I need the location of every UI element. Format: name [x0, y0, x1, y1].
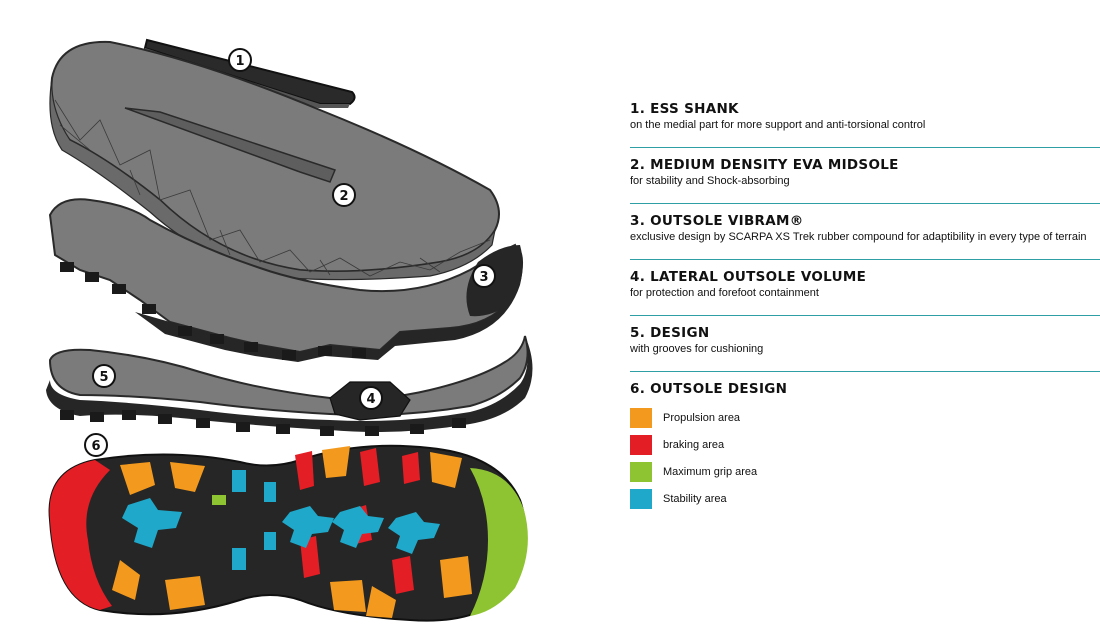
outsole-tread-view: 6 [48, 433, 528, 622]
feature-outsole-vibram: 3. OUTSOLE VIBRAM® exclusive design by S… [630, 212, 1100, 268]
callout-2-label: 2 [339, 189, 348, 204]
braking-zone [49, 448, 420, 610]
callout-3-label: 3 [479, 270, 488, 285]
callout-4-label: 4 [366, 392, 375, 407]
callout-6-label: 6 [91, 439, 100, 454]
feature-description: for protection and forefoot containment [630, 287, 819, 299]
outsole-layer: 3 [48, 198, 524, 362]
area-braking: braking area [630, 431, 1100, 458]
area-label: Stability area [663, 492, 727, 505]
callout-6-badge [84, 433, 108, 457]
feature-design: 5. DESIGN with grooves for cushioning [630, 324, 1100, 380]
stability-zone [122, 470, 440, 570]
maximum-grip-swatch [630, 461, 652, 482]
area-propulsion: Propulsion area [630, 404, 1100, 431]
outsole-area-key: Propulsion area braking area Maximum gri… [630, 404, 1100, 512]
area-label: Maximum grip area [663, 465, 758, 478]
maximum-grip-zone [470, 468, 528, 616]
propulsion-swatch [630, 407, 652, 428]
feature-ess-shank: 1. ESS SHANK on the medial part for more… [630, 100, 1100, 156]
outsole-design-section: 6. OUTSOLE DESIGN Propulsion area brakin… [630, 380, 1100, 512]
propulsion-zone [112, 446, 472, 618]
logo-mark [212, 495, 226, 505]
braking-swatch [630, 434, 652, 455]
feature-title: 2. MEDIUM DENSITY EVA MIDSOLE [630, 157, 899, 173]
stability-swatch [630, 488, 652, 509]
feature-title: 3. OUTSOLE VIBRAM® [630, 213, 804, 229]
feature-eva-midsole: 2. MEDIUM DENSITY EVA MIDSOLE for stabil… [630, 156, 1100, 212]
callout-1-badge [228, 48, 252, 72]
midsole-layer: 2 [49, 40, 500, 281]
feature-description: for stability and Shock-absorbing [630, 175, 790, 187]
area-label: braking area [663, 438, 725, 451]
feature-legend: 1. ESS SHANK on the medial part for more… [630, 100, 1100, 512]
design-layer: 5 4 [46, 335, 533, 436]
callout-4-badge [359, 386, 383, 410]
callout-5-badge [92, 364, 116, 388]
feature-title: 1. ESS SHANK [630, 101, 739, 117]
exploded-sole-illustration: 2 3 5 4 [46, 38, 533, 622]
feature-description: exclusive design by SCARPA XS Trek rubbe… [630, 231, 1087, 243]
callout-3-badge [472, 264, 496, 288]
feature-description: with grooves for cushioning [630, 343, 764, 355]
callout-5-label: 5 [99, 370, 108, 385]
area-stability: Stability area [630, 485, 1100, 512]
shank-layer [143, 38, 356, 108]
area-label: Propulsion area [663, 411, 741, 424]
callout-2-badge [332, 183, 356, 207]
feature-title: 4. LATERAL OUTSOLE VOLUME [630, 269, 867, 285]
outsole-design-title: 6. OUTSOLE DESIGN [630, 381, 788, 397]
callout-1-label: 1 [235, 54, 244, 69]
feature-title: 5. DESIGN [630, 325, 710, 341]
feature-lateral-outsole-volume: 4. LATERAL OUTSOLE VOLUME for protection… [630, 268, 1100, 324]
area-maximum-grip: Maximum grip area [630, 458, 1100, 485]
feature-description: on the medial part for more support and … [630, 119, 926, 131]
